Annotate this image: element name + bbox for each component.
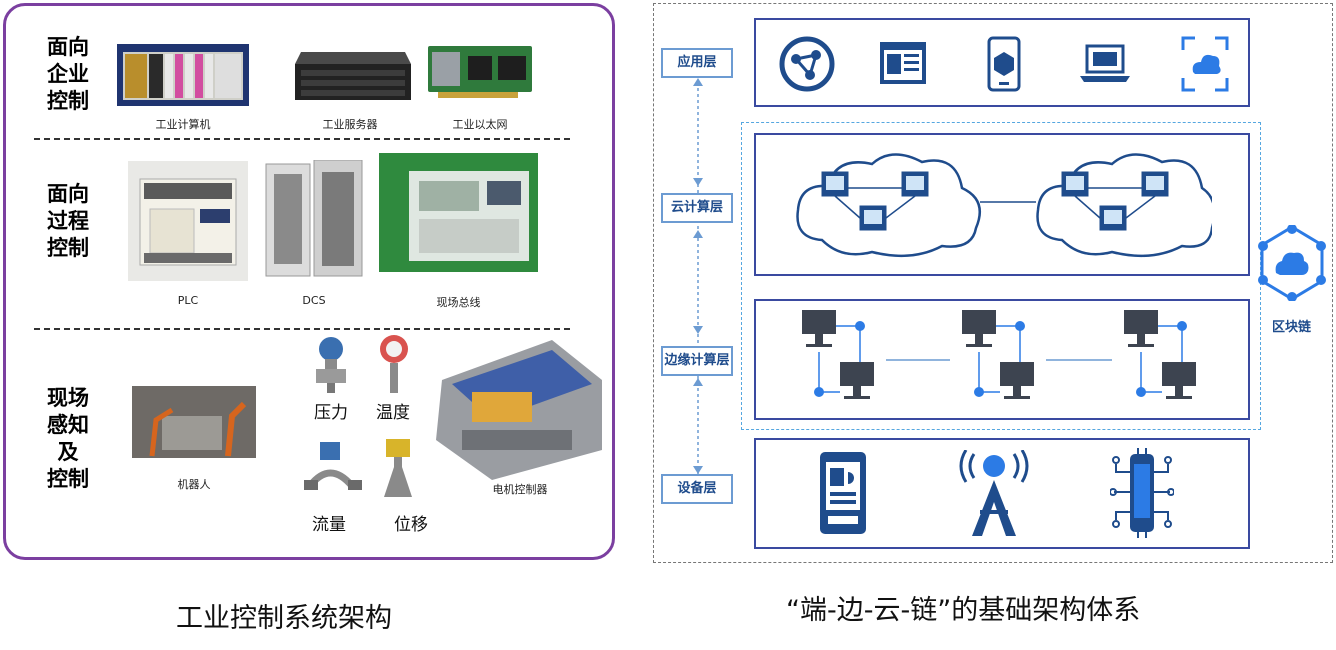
device-label: 现场总线 — [436, 296, 481, 309]
cloud-frame-icon — [1181, 36, 1229, 92]
device-label: 温度 — [376, 403, 410, 423]
layer-label-application: 应用层 — [661, 48, 733, 78]
flowmeter-icon — [304, 442, 362, 490]
device-label: PLC — [177, 294, 199, 307]
layer-label-device: 设备层 — [661, 474, 733, 504]
industrial-server-image — [295, 52, 411, 100]
temperature-transmitter-icon — [380, 335, 408, 393]
device-label: 压力 — [314, 403, 348, 423]
industrial-computer-image — [117, 44, 249, 106]
tablet-chart-icon — [820, 452, 866, 534]
row-title-field: 现场 感知 及 控制 — [47, 386, 89, 491]
edge-node-network — [802, 310, 1196, 399]
device-label: 工业服务器 — [322, 118, 378, 131]
device-label: 位移 — [394, 515, 428, 535]
device-label: 工业以太网 — [452, 118, 508, 131]
left-caption: 工业控制系统架构 — [176, 603, 392, 634]
architecture-panel — [653, 3, 1333, 563]
device-label: 机器人 — [177, 478, 211, 491]
mobile-cube-icon — [987, 36, 1021, 92]
device-label: 工业计算机 — [155, 118, 211, 131]
chip-phone-icon — [1110, 448, 1174, 538]
layer-flow-arrows — [693, 78, 703, 474]
browser-window-icon — [880, 42, 926, 84]
fieldbus-display-image — [379, 153, 538, 272]
device-label: 电机控制器 — [492, 483, 548, 496]
right-caption: “端-边-云-链”的基础架构体系 — [786, 595, 1141, 626]
plc-image — [128, 161, 248, 281]
device-label: DCS — [302, 294, 326, 307]
displacement-sensor-icon — [384, 439, 412, 497]
industrial-ethernet-card-image — [428, 46, 532, 98]
blockchain-cloud-icon — [1258, 225, 1326, 301]
edge-layer-box — [754, 299, 1250, 420]
network-globe-icon — [779, 36, 835, 92]
row-separator — [34, 138, 570, 140]
laptop-icon — [1080, 44, 1130, 82]
layer-label-edge: 边缘计算层 — [661, 346, 733, 376]
layer-label-cloud: 云计算层 — [661, 193, 733, 223]
dcs-cabinet-image — [265, 160, 363, 277]
row-separator — [34, 328, 570, 330]
cloud-server-network — [796, 153, 1212, 258]
motor-controller-image — [436, 340, 602, 480]
signal-tower-icon — [959, 450, 1029, 536]
row-title-process: 面向 过程 控制 — [47, 182, 89, 260]
pressure-transmitter-icon — [316, 337, 346, 393]
blockchain-label: 区块链 — [1272, 320, 1312, 335]
device-label: 流量 — [312, 515, 346, 535]
robot-image — [132, 386, 256, 458]
row-title-enterprise: 面向 企业 控制 — [47, 35, 89, 113]
